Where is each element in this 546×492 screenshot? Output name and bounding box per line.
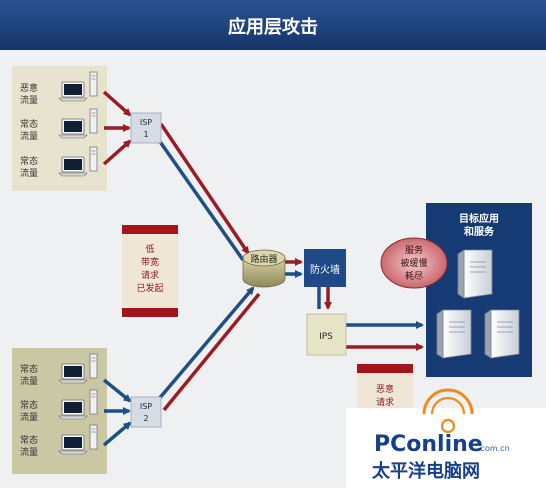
malicious-note-line1: 恶意 (376, 383, 394, 395)
badge-line: 耗尽 (405, 271, 423, 282)
watermark-suffix: .com.cn (478, 444, 510, 453)
arrow-isp2-router-red (162, 292, 261, 412)
isp-2-label: ISP (140, 402, 152, 411)
server-icon (457, 249, 493, 299)
low-bandwidth-note: 低 带宽 请求 已发起 (122, 225, 178, 317)
arrow-client-top-3 (102, 139, 132, 166)
firewall-label: 防火墙 (310, 263, 340, 276)
client-label-line1: 常态 (20, 118, 38, 130)
server-icon (484, 309, 520, 359)
client-label-line1: 常态 (20, 155, 38, 167)
pc-tower-icon (89, 353, 98, 379)
pconline-watermark: PConline .com.cn 太平洋电脑网 (346, 388, 546, 488)
isp-1-label: ISP (140, 118, 152, 127)
laptop-icon (58, 399, 88, 420)
arrow-isp2-router-blue (156, 286, 255, 402)
router-node: 路由器 (242, 249, 286, 288)
server-icon (436, 309, 472, 359)
client-label-line2: 流量 (20, 167, 38, 179)
watermark-brand: PConline (374, 432, 483, 457)
low-note-line: 低 (145, 243, 154, 255)
badge-line: 服务 (405, 244, 423, 256)
target-title-line1: 目标应用 (459, 212, 499, 225)
malicious-note-line2: 请求 (376, 396, 394, 408)
isp-1-node: ISP 1 (130, 112, 162, 144)
ips-node: IPS (306, 313, 347, 356)
arrow-isp1-router-blue (154, 134, 245, 262)
client-label-line1: 恶意 (20, 82, 38, 94)
client-row-bottom-1: 常态 流量 (20, 353, 98, 387)
isp-2-node: ISP 2 (130, 396, 162, 428)
laptop-icon (58, 118, 88, 139)
pc-tower-icon (89, 389, 98, 415)
client-label-line2: 流量 (20, 411, 38, 423)
client-row-bottom-2: 常态 流量 (20, 389, 98, 423)
pc-tower-icon (89, 146, 98, 172)
firewall-node: 防火墙 (304, 249, 346, 287)
client-label-line1: 常态 (20, 434, 38, 446)
arrow-client-bottom-1 (102, 378, 132, 403)
client-row-top-3: 常态 流量 (20, 146, 98, 179)
pc-tower-icon (89, 424, 98, 450)
client-row-top-1: 恶意 流量 (20, 71, 98, 106)
target-services-box: 目标应用 和服务 (426, 203, 532, 377)
ips-label: IPS (319, 332, 333, 342)
laptop-icon (58, 81, 88, 102)
target-title-line2: 和服务 (463, 225, 495, 238)
badge-line: 被缓慢 (400, 257, 427, 269)
page-title: 应用层攻击 (228, 16, 318, 38)
client-row-top-2: 常态 流量 (20, 108, 98, 142)
client-label-line2: 流量 (20, 446, 38, 458)
isp-2-number: 2 (143, 414, 148, 423)
watermark-cn: 太平洋电脑网 (372, 460, 480, 482)
laptop-icon (58, 434, 88, 455)
client-label-line1: 常态 (20, 363, 38, 375)
client-label-line2: 流量 (20, 94, 38, 106)
client-label-line2: 流量 (20, 130, 38, 142)
client-row-bottom-3: 常态 流量 (20, 424, 98, 458)
arrow-client-top-1 (102, 90, 132, 117)
laptop-icon (58, 363, 88, 384)
low-note-line: 请求 (141, 269, 159, 281)
isp-1-number: 1 (143, 130, 148, 139)
pc-tower-icon (89, 71, 98, 97)
pc-tower-icon (89, 108, 98, 134)
arrow-client-bottom-3 (102, 421, 132, 447)
router-label: 路由器 (250, 253, 277, 265)
low-note-line: 带宽 (141, 256, 159, 268)
arrow-isp1-router-red (159, 123, 250, 255)
title-bar (0, 0, 546, 50)
client-label-line1: 常态 (20, 399, 38, 411)
service-exhausted-badge: 服务 被缓慢 耗尽 (380, 237, 448, 289)
low-note-line: 已发起 (136, 282, 163, 294)
laptop-icon (58, 156, 88, 177)
client-label-line2: 流量 (20, 375, 38, 387)
pconline-logo-icon (422, 388, 474, 434)
